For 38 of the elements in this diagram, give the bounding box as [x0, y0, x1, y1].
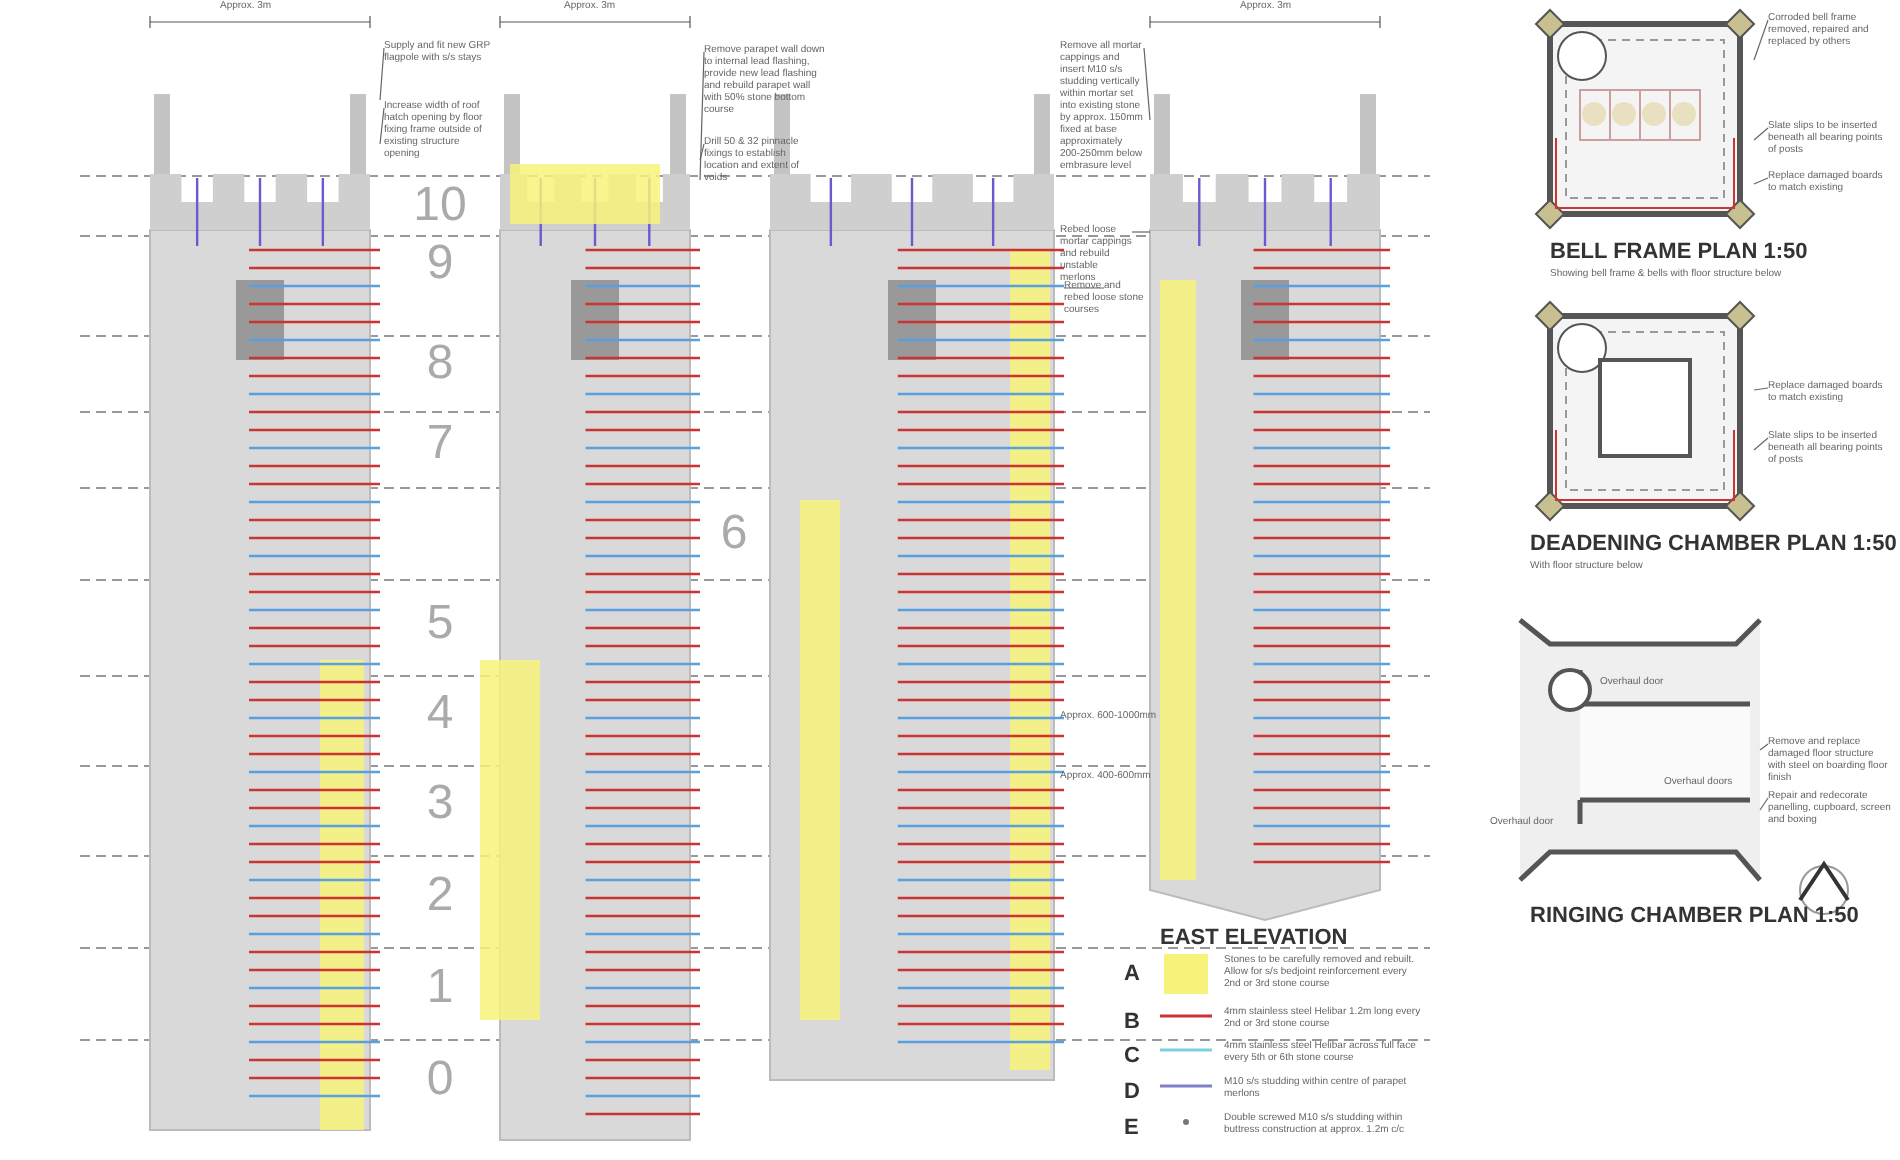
leader-line: [1759, 797, 1769, 811]
leader-line: [1753, 177, 1769, 185]
legend-key: B: [1124, 1010, 1140, 1034]
bell-frame-plan-drawing: [1534, 8, 1756, 230]
leader-line: [1753, 19, 1769, 61]
leader-line: [1753, 387, 1769, 391]
leader-line: [1063, 287, 1105, 289]
level-number: 3: [424, 780, 456, 828]
leader-line: [1131, 231, 1151, 233]
level-number: 6: [718, 510, 750, 558]
level-number: 5: [424, 600, 456, 648]
legend-key: A: [1124, 962, 1140, 986]
leader-line: [699, 143, 705, 161]
level-number: 7: [424, 420, 456, 468]
level-number: 9: [424, 240, 456, 288]
legend-key: D: [1124, 1080, 1140, 1104]
level-number: 1: [424, 964, 456, 1012]
section-heading: EAST ELEVATION: [1160, 926, 1348, 950]
leader-line: [1753, 437, 1769, 451]
plan-title: BELL FRAME PLAN 1:50: [1550, 240, 1808, 264]
legend-key: E: [1124, 1116, 1139, 1140]
leader-line: [699, 51, 705, 181]
tower-elevation-drawing: [480, 94, 700, 1141]
leader-line: [1143, 47, 1151, 121]
deadening-chamber-plan-drawing: [1534, 300, 1756, 522]
level-number: 2: [424, 872, 456, 920]
level-number: 8: [424, 340, 456, 388]
level-number: 10: [411, 182, 469, 230]
tower-elevation-drawing: [149, 94, 380, 1131]
leader-line: [379, 47, 385, 101]
level-number: 0: [424, 1056, 456, 1104]
legend-key: C: [1124, 1044, 1140, 1068]
leader-line: [379, 107, 385, 145]
level-number: 4: [424, 690, 456, 738]
leader-line: [1753, 127, 1769, 141]
leader-line: [1759, 743, 1769, 751]
plan-title: DEADENING CHAMBER PLAN 1:50: [1530, 532, 1897, 556]
plan-title: RINGING CHAMBER PLAN 1:50: [1530, 904, 1859, 928]
